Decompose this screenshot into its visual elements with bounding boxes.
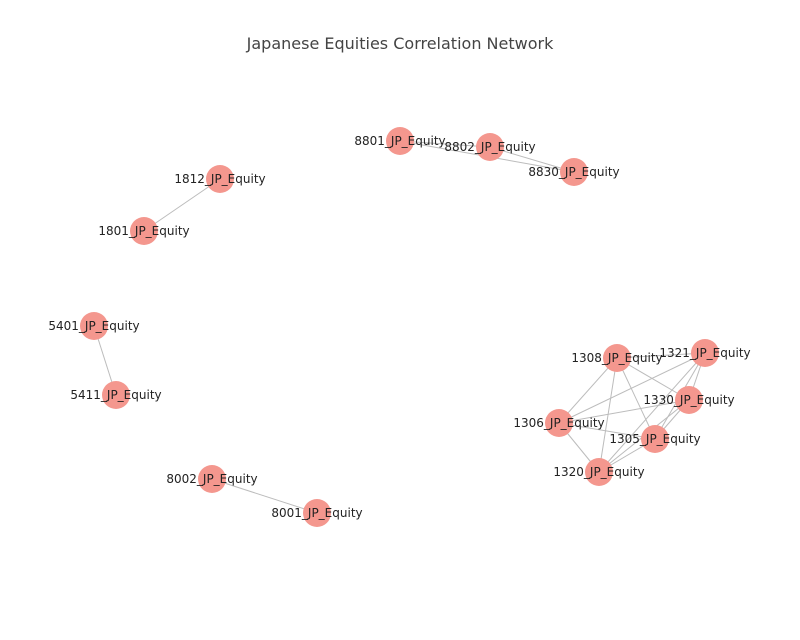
edge	[211, 478, 318, 514]
node-label: 1801_JP_Equity	[98, 224, 189, 238]
node	[303, 499, 331, 527]
edge	[558, 357, 618, 424]
node	[675, 386, 703, 414]
node-label: 8830_JP_Equity	[528, 165, 619, 179]
edge	[598, 357, 618, 473]
edge	[399, 140, 491, 148]
node	[585, 458, 613, 486]
edge	[143, 178, 221, 232]
node	[206, 165, 234, 193]
node	[130, 217, 158, 245]
edge	[616, 357, 656, 440]
node	[603, 344, 631, 372]
edge-layer	[93, 140, 706, 514]
node-label: 1320_JP_Equity	[553, 465, 644, 479]
edge	[489, 146, 575, 173]
node	[691, 339, 719, 367]
node	[641, 425, 669, 453]
node-label: 1308_JP_Equity	[571, 351, 662, 365]
node-label: 1305_JP_Equity	[609, 432, 700, 446]
node-label: 8802_JP_Equity	[444, 140, 535, 154]
node-label: 1321_JP_Equity	[659, 346, 750, 360]
edge	[558, 399, 690, 424]
edge	[598, 352, 706, 473]
node-label: 1812_JP_Equity	[174, 172, 265, 186]
edge	[558, 352, 706, 424]
edge	[616, 352, 706, 359]
node-label: 5411_JP_Equity	[70, 388, 161, 402]
node-layer	[80, 127, 719, 527]
node-label: 5401_JP_Equity	[48, 319, 139, 333]
node	[80, 312, 108, 340]
node	[545, 409, 573, 437]
node-label: 1306_JP_Equity	[513, 416, 604, 430]
node-label: 8001_JP_Equity	[271, 506, 362, 520]
node-label: 8002_JP_Equity	[166, 472, 257, 486]
node-label: 8801_JP_Equity	[354, 134, 445, 148]
node	[198, 465, 226, 493]
chart-title: Japanese Equities Correlation Network	[246, 34, 554, 53]
node	[476, 133, 504, 161]
node	[102, 381, 130, 409]
node	[386, 127, 414, 155]
edge	[558, 422, 656, 440]
node-label: 1330_JP_Equity	[643, 393, 734, 407]
node	[560, 158, 588, 186]
